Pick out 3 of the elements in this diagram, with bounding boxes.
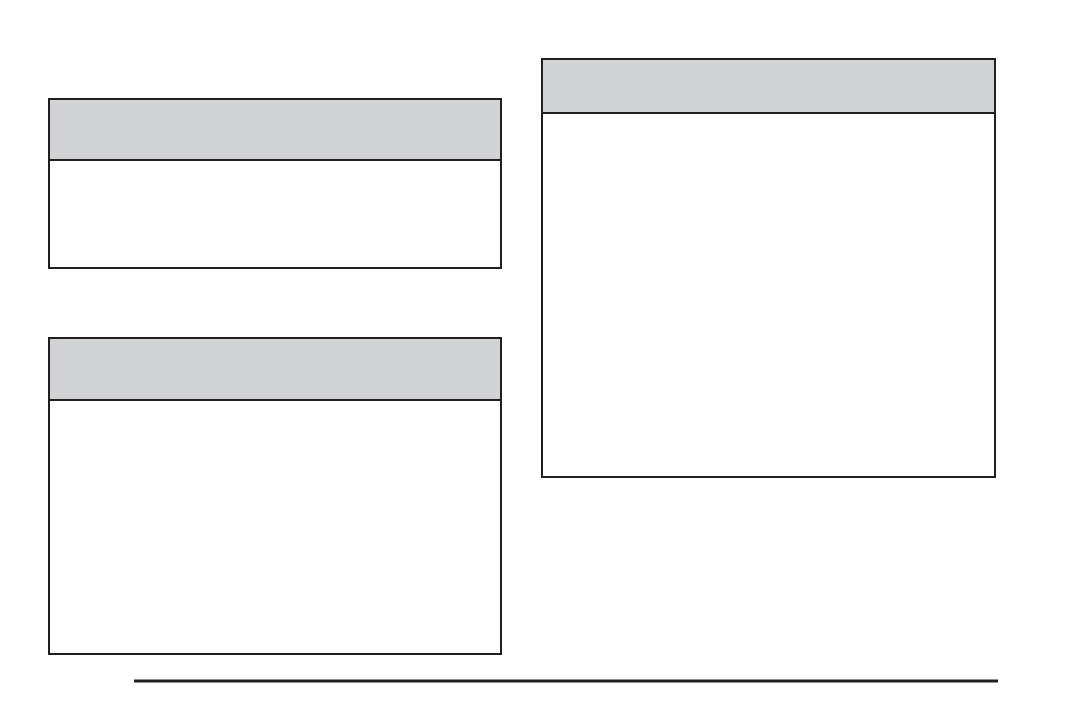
note-box xyxy=(541,58,996,478)
note-box xyxy=(48,98,502,269)
note-box xyxy=(48,337,502,655)
